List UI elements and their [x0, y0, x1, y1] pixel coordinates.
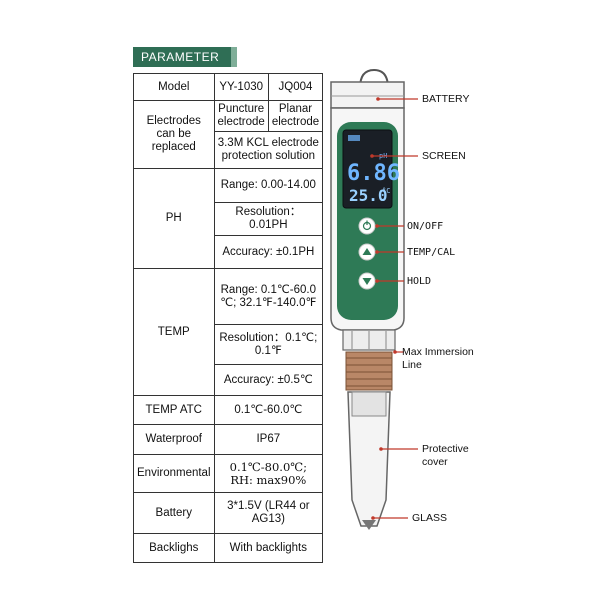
protective-cover — [347, 391, 391, 527]
electrodes-label: Electrodes can be replaced — [133, 100, 215, 169]
temp-label: TEMP — [133, 268, 215, 396]
backlight-value: With backlights — [213, 533, 324, 563]
atc-label: TEMP ATC — [133, 395, 215, 425]
glass-callout: GLASS — [412, 512, 448, 524]
backlight-label: Backlighs — [133, 533, 215, 563]
hold-callout: HOLD — [407, 276, 432, 287]
temp-accuracy: Accuracy: ±0.5℃ — [213, 364, 324, 396]
down-arrow-icon — [362, 278, 372, 285]
electrode-solution: 3.3M KCL electrode protection solution — [213, 131, 324, 169]
cover-callout: Protective cover — [422, 443, 469, 468]
onoff-button[interactable] — [358, 217, 376, 235]
immersion-callout: Max Immersion Line — [402, 346, 474, 371]
battery-indicator-icon — [348, 135, 360, 141]
electrode-puncture: Puncture electrode — [213, 100, 269, 132]
atc-value: 0.1℃-60.0℃ — [213, 395, 324, 425]
temp-range: Range: 0.1℃-60.0 ℃; 32.1℉-140.0℉ — [213, 268, 324, 325]
onoff-callout: ON/OFF — [407, 221, 444, 232]
battery-value: 3*1.5V (LR44 or AG13) — [213, 492, 324, 534]
tempcal-callout: TEMP/CAL — [407, 247, 456, 258]
battery-label: Battery — [133, 492, 215, 534]
ph-range: Range: 0.00-14.00 — [213, 168, 324, 203]
ph-reading: 6.86 — [347, 161, 400, 186]
glass-tip — [362, 520, 376, 530]
parameter-banner: PARAMETER — [133, 47, 237, 67]
temp-unit: °C — [382, 187, 390, 195]
hanging-loop — [359, 68, 389, 89]
lcd-screen — [342, 129, 393, 209]
ph-resolution: Resolution：0.01PH — [213, 202, 324, 236]
parameter-table: Model YY-1030 JQ004 Electrodes can be re… — [133, 73, 324, 563]
electrode-planar: Planar electrode — [267, 100, 324, 132]
battery-callout: BATTERY — [422, 93, 470, 105]
screen-callout: SCREEN — [422, 150, 466, 162]
temp-reading: 25.0 — [349, 186, 388, 205]
battery-cap — [330, 81, 405, 109]
temp-resolution: Resolution：0.1℃; 0.1℉ — [213, 324, 324, 365]
ph-label: PH — [133, 168, 215, 269]
up-arrow-icon — [362, 248, 372, 255]
